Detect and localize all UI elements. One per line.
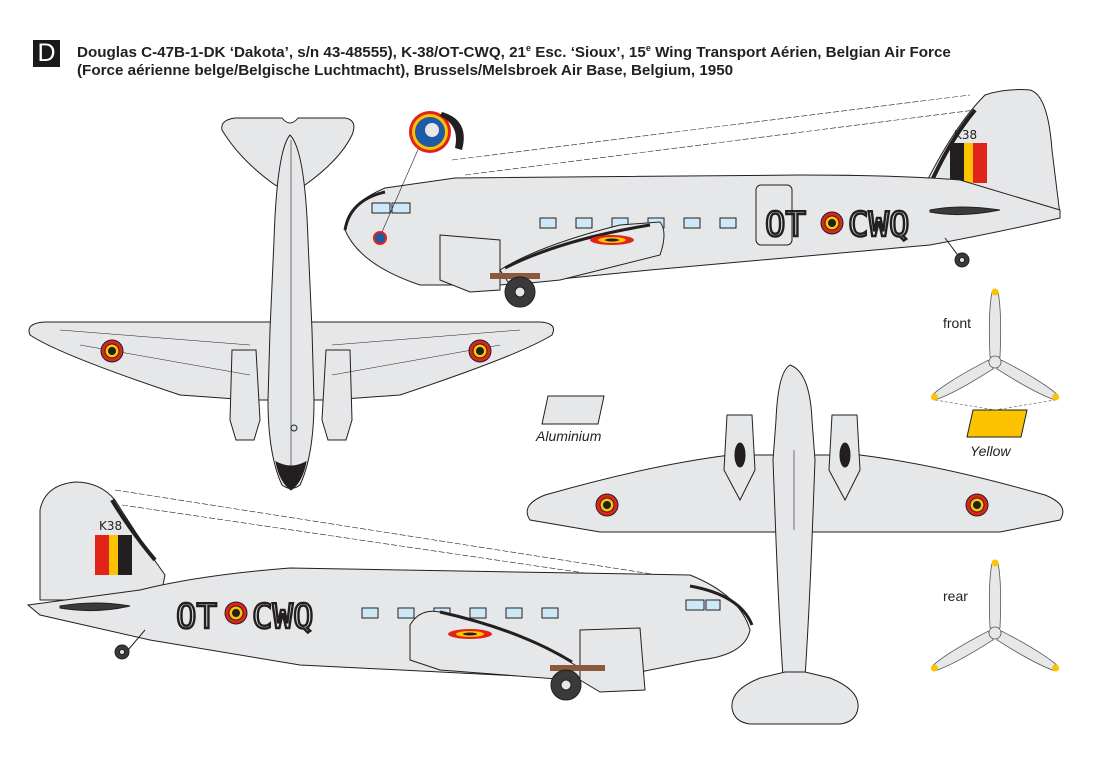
legend-swatch-aluminium	[541, 395, 605, 425]
title-text: Wing Transport Aérien, Belgian Air Force	[650, 44, 951, 61]
propeller-front	[930, 288, 1060, 411]
left-fin-flag-red	[95, 535, 109, 575]
left-side-view	[26, 481, 754, 701]
left-fin-flag-black	[118, 535, 132, 575]
top-view	[28, 117, 554, 491]
bottom-view-roundel-left	[595, 493, 619, 517]
bottom-view-tailplane	[731, 671, 859, 725]
left-side-registration-right: CWQ	[252, 597, 313, 637]
left-side-registration-left: OT	[176, 597, 217, 637]
left-side-roundel	[224, 601, 248, 625]
title-text: Esc. ‘Sioux’, 15	[531, 44, 646, 61]
fin-flag-black	[950, 143, 964, 183]
right-side-roundel	[820, 211, 844, 235]
scheme-title: Douglas C-47B-1-DK ‘Dakota’, s/n 43-4855…	[77, 39, 951, 80]
title-text: Douglas C-47B-1-DK ‘Dakota’, s/n 43-4855…	[77, 44, 526, 61]
bottom-view-roundel-right	[965, 493, 989, 517]
legend-swatch-yellow	[966, 409, 1028, 438]
top-view-roundel-left	[100, 339, 124, 363]
top-view-nacelle-right	[321, 349, 353, 441]
left-fin-flag-yellow	[109, 535, 118, 575]
left-side-tail-code: K38	[99, 519, 122, 533]
fin-flag-red	[973, 143, 987, 183]
superscript: e	[526, 43, 532, 53]
right-side-registration-left: OT	[765, 205, 806, 245]
right-side-tail-code: K38	[954, 128, 977, 142]
scheme-letter-badge: D	[33, 40, 60, 67]
top-view-roundel-right	[468, 339, 492, 363]
legend-label-aluminium: Aluminium	[536, 428, 602, 444]
propeller-rear-label: rear	[943, 588, 968, 604]
bottom-view-fuselage	[772, 364, 816, 706]
title-line-2: (Force aérienne belge/Belgische Luchtmac…	[77, 62, 734, 79]
legend-label-yellow: Yellow	[970, 443, 1011, 459]
bottom-view	[526, 364, 1064, 725]
propeller-front-label: front	[943, 315, 972, 331]
superscript: e	[645, 43, 651, 53]
right-side-view	[343, 89, 1061, 308]
fin-flag-yellow	[964, 143, 973, 183]
left-side-fuselage	[26, 567, 751, 681]
title-line-1: Douglas C-47B-1-DK ‘Dakota’, s/n 43-4855…	[77, 39, 951, 62]
propeller-rear	[930, 559, 1060, 672]
right-side-registration-right: CWQ	[848, 205, 909, 245]
top-view-nacelle-left	[229, 349, 261, 441]
squadron-sioux-badge	[409, 111, 464, 153]
